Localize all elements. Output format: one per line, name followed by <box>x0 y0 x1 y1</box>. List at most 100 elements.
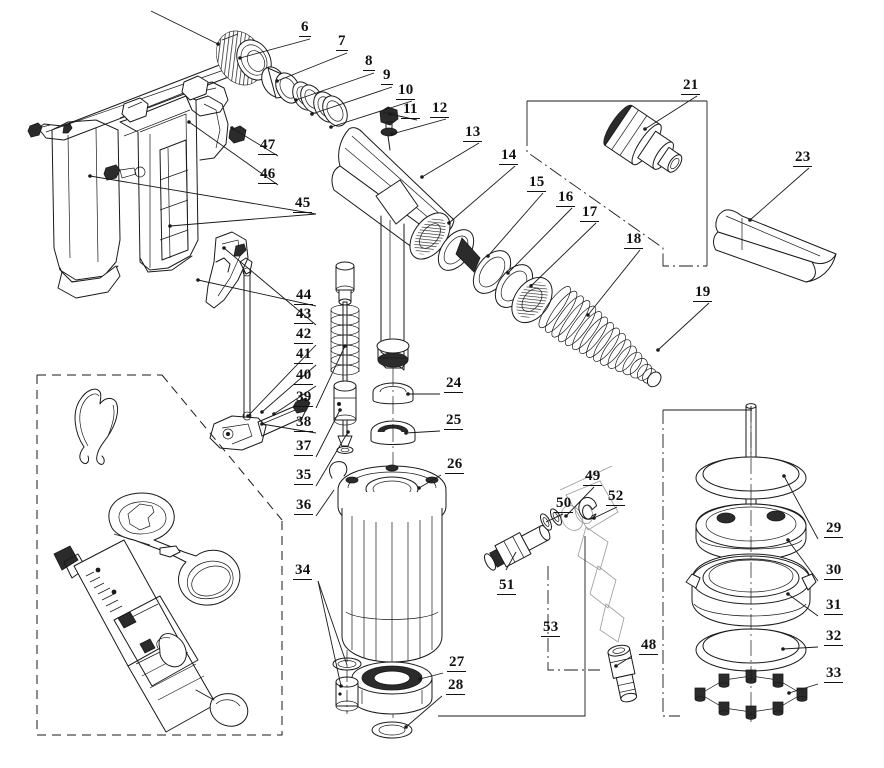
callout-number: 12 <box>430 100 450 118</box>
callout-13: 13 <box>463 124 483 142</box>
callout-number: 28 <box>446 677 466 695</box>
callout-number: 41 <box>294 346 314 364</box>
callout-number: 52 <box>606 488 626 506</box>
callout-number: 6 <box>299 19 311 37</box>
callout-15: 15 <box>527 174 547 192</box>
callout-number: 16 <box>556 189 576 207</box>
callout-34: 34 <box>293 562 313 580</box>
callout-6: 6 <box>299 20 311 37</box>
callout-44: 44 <box>294 287 314 305</box>
callout-21: 21 <box>681 77 701 95</box>
callout-28: 28 <box>446 677 466 695</box>
callout-number: 43 <box>294 306 314 324</box>
handle-frame-assembly <box>27 63 247 299</box>
callout-31: 31 <box>824 597 844 615</box>
callout-number: 32 <box>824 628 844 646</box>
callout-number: 7 <box>336 33 348 51</box>
callout-8: 8 <box>363 54 375 71</box>
callout-number: 9 <box>381 67 393 85</box>
callout-19: 19 <box>693 284 713 302</box>
callout-number: 10 <box>396 82 416 100</box>
callout-number: 15 <box>527 174 547 192</box>
callout-number: 31 <box>824 597 844 615</box>
callout-number: 14 <box>499 147 519 165</box>
callout-37: 37 <box>294 438 314 456</box>
callout-number: 38 <box>294 414 314 432</box>
callout-38: 38 <box>294 414 314 432</box>
callout-41: 41 <box>294 346 314 364</box>
callout-33: 33 <box>824 665 844 683</box>
trigger-lever-assembly <box>205 231 311 451</box>
callout-number: 50 <box>554 495 574 513</box>
callout-number: 33 <box>824 665 844 683</box>
part-18-19-coil-spring <box>538 286 662 388</box>
callout-number: 8 <box>363 53 375 71</box>
inlet-seal-stack <box>216 30 348 127</box>
callout-number: 35 <box>294 467 314 485</box>
accessory-tool-kit-inset <box>36 374 283 736</box>
callout-53: 53 <box>541 620 561 637</box>
callout-number: 44 <box>294 287 314 305</box>
callout-number: 13 <box>463 124 483 142</box>
callout-number: 39 <box>294 389 314 407</box>
callout-50: 50 <box>554 495 574 513</box>
group-brackets <box>438 100 752 717</box>
callout-number: 25 <box>444 412 464 430</box>
callout-32: 32 <box>824 628 844 646</box>
callout-51: 51 <box>497 578 517 595</box>
callout-number: 34 <box>293 562 313 580</box>
callout-36: 36 <box>294 498 314 515</box>
callout-number: 30 <box>824 562 844 580</box>
callout-number: 48 <box>639 637 659 655</box>
callout-number: 24 <box>444 375 464 393</box>
callout-number: 49 <box>583 468 603 486</box>
spanner-wrench <box>108 492 241 606</box>
hose-fitting-group <box>483 465 638 703</box>
callout-10: 10 <box>396 82 416 100</box>
callout-39: 39 <box>294 389 314 407</box>
callout-number: 40 <box>294 367 314 385</box>
callout-25: 25 <box>444 412 464 430</box>
callout-number: 29 <box>824 520 844 538</box>
callout-23: 23 <box>793 149 813 167</box>
callout-number: 17 <box>580 204 600 222</box>
callout-number: 23 <box>793 149 813 167</box>
part-21-coupler <box>603 104 683 173</box>
callout-number: 47 <box>258 137 278 155</box>
callout-number: 46 <box>258 166 278 184</box>
callout-number: 21 <box>681 77 701 95</box>
callout-11: 11 <box>401 102 420 119</box>
callout-number: 19 <box>693 284 713 302</box>
rod-spring-stack <box>437 229 662 388</box>
callout-7: 7 <box>336 34 348 51</box>
part-9-10-washers <box>313 91 348 127</box>
callout-35: 35 <box>294 467 314 485</box>
part-34-bushing <box>332 650 362 714</box>
callout-29: 29 <box>824 520 844 538</box>
callout-number: 27 <box>447 654 467 672</box>
callout-42: 42 <box>294 327 314 344</box>
callout-17: 17 <box>580 204 600 222</box>
callout-12: 12 <box>430 100 450 118</box>
callout-26: 26 <box>445 457 465 474</box>
callout-48: 48 <box>639 637 659 655</box>
callout-45: 45 <box>293 195 313 213</box>
callout-14: 14 <box>499 147 519 165</box>
retaining-clip <box>74 388 119 465</box>
callout-47: 47 <box>258 137 278 155</box>
part-13-main-cylinder <box>331 127 455 371</box>
valve-column <box>330 261 360 454</box>
callout-46: 46 <box>258 166 278 184</box>
callout-16: 16 <box>556 189 576 207</box>
grease-syringe <box>53 539 249 733</box>
valve-spring <box>330 304 360 376</box>
callout-27: 27 <box>447 654 467 672</box>
callout-number: 45 <box>293 195 313 213</box>
callout-40: 40 <box>294 367 314 385</box>
callout-number: 37 <box>294 438 314 456</box>
callout-52: 52 <box>606 488 626 506</box>
part-33-bolt-circle <box>694 669 808 720</box>
callout-43: 43 <box>294 306 314 324</box>
